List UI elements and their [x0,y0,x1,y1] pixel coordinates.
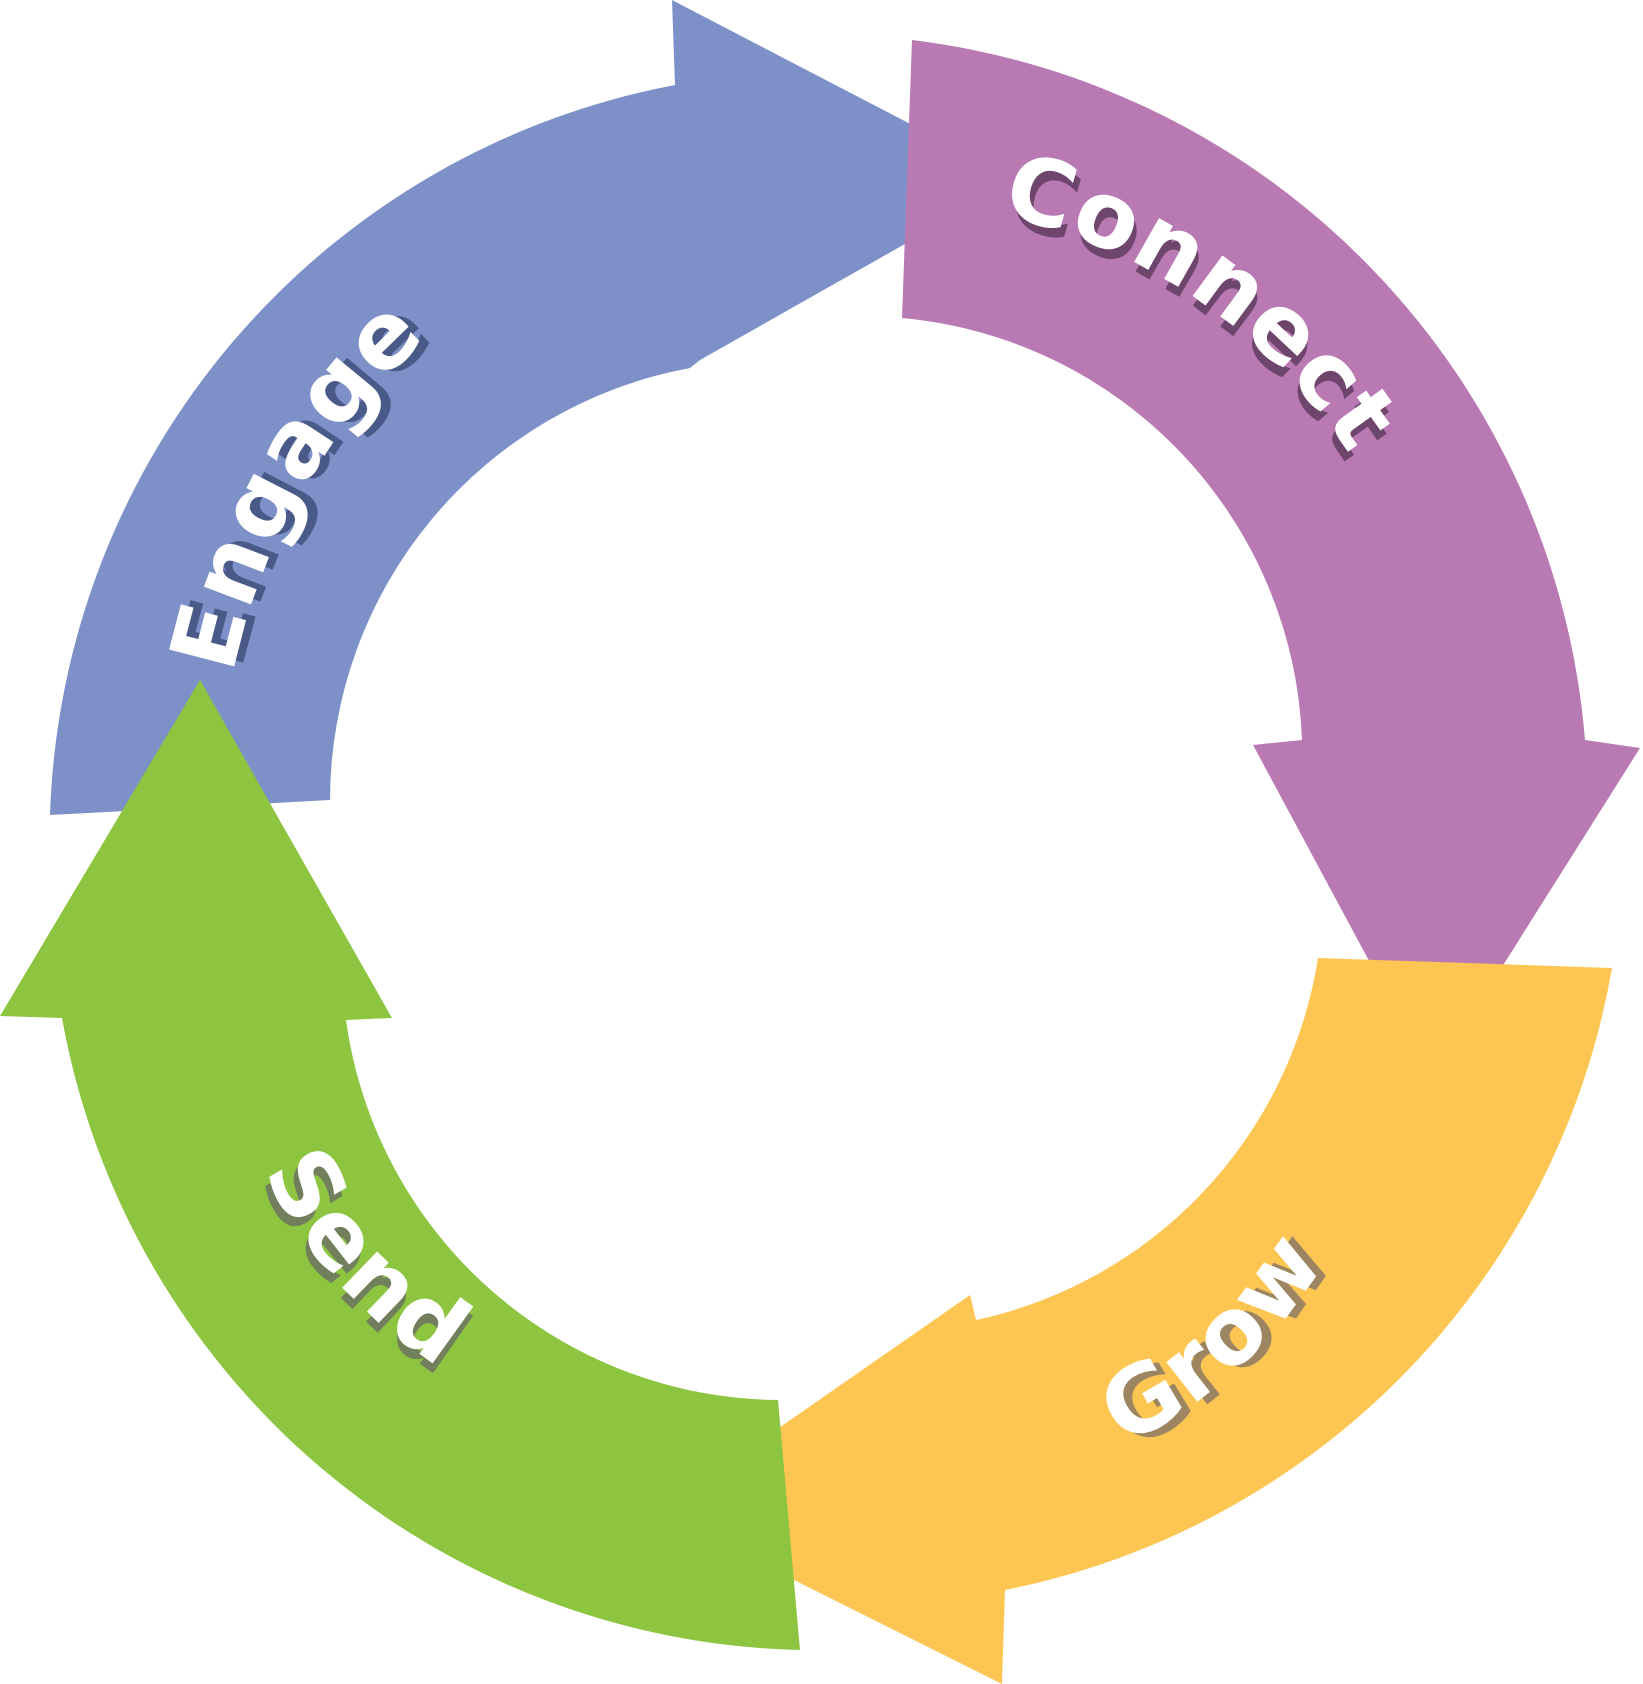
engage-arrow [50,0,1018,815]
grow-arrow [658,958,1612,1684]
connect-arrow [902,40,1640,1078]
send-arrow [0,680,800,1650]
